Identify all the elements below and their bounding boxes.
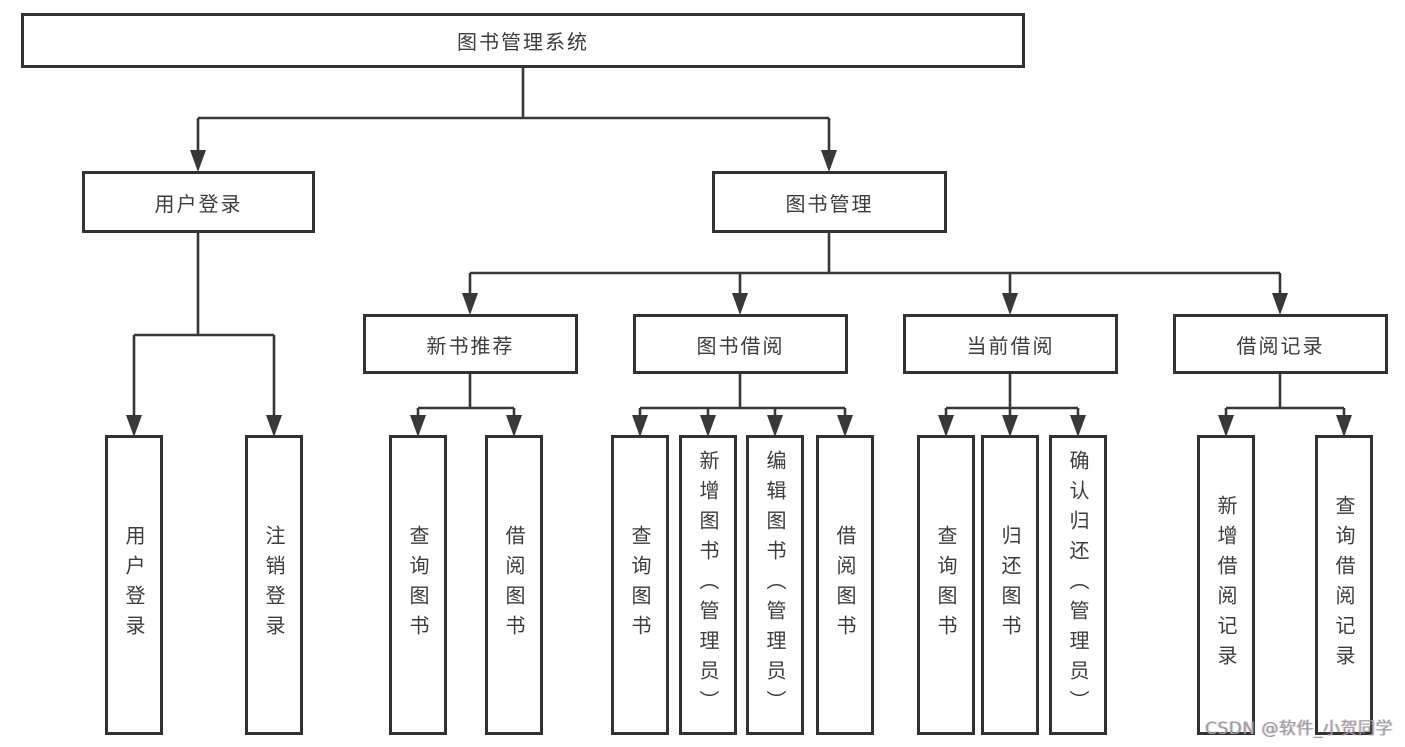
node-user-login: 用户登录 [82,171,315,233]
arrowheads [126,150,1352,437]
leaf-return-books: 归还图书 [981,435,1039,735]
leaf-label: 用户登录 [122,525,146,645]
node-label: 图书管理 [785,191,874,216]
leaf-borrow-books-recommend: 借阅图书 [485,435,543,735]
leaf-label: 确认归还（管理员） [1066,450,1090,720]
node-label: 当前借阅 [966,333,1055,358]
leaf-label: 归还图书 [998,525,1022,645]
node-borrow-records: 借阅记录 [1173,314,1388,374]
node-book-borrow: 图书借阅 [633,314,848,374]
leaf-user-login: 用户登录 [105,435,163,735]
leaf-add-books-admin: 新增图书（管理员） [679,435,737,735]
leaf-query-books-current: 查询图书 [917,435,975,735]
leaf-label: 查询图书 [934,525,958,645]
leaf-label: 编辑图书（管理员） [763,450,787,720]
leaf-add-borrow-record: 新增借阅记录 [1197,435,1255,735]
leaf-label: 注销登录 [262,525,286,645]
node-book-management: 图书管理 [712,171,947,233]
leaf-label: 查询图书 [406,525,430,645]
node-label: 图书管理系统 [457,30,589,54]
leaf-query-books-recommend: 查询图书 [389,435,447,735]
node-root-system: 图书管理系统 [21,13,1025,68]
leaf-logout: 注销登录 [245,435,303,735]
leaf-label: 借阅图书 [833,525,857,645]
leaf-confirm-return-admin: 确认归还（管理员） [1049,435,1107,735]
node-label: 图书借阅 [696,333,785,358]
node-current-borrow: 当前借阅 [903,314,1118,374]
leaf-edit-books-admin: 编辑图书（管理员） [746,435,804,735]
leaf-label: 新增借阅记录 [1214,495,1238,675]
node-label: 借阅记录 [1236,333,1325,358]
csdn-watermark: CSDN @软件_小贺同学 [1205,719,1393,739]
node-label: 用户登录 [154,191,243,216]
leaf-query-books-borrow: 查询图书 [611,435,669,735]
node-label: 新书推荐 [426,333,515,358]
node-new-book-recommend: 新书推荐 [363,314,578,374]
leaf-label: 借阅图书 [502,525,526,645]
leaf-label: 查询图书 [628,525,652,645]
leaf-query-borrow-record: 查询借阅记录 [1315,435,1373,735]
leaf-label: 新增图书（管理员） [696,450,720,720]
leaf-label: 查询借阅记录 [1332,495,1356,675]
leaf-borrow-books: 借阅图书 [816,435,874,735]
